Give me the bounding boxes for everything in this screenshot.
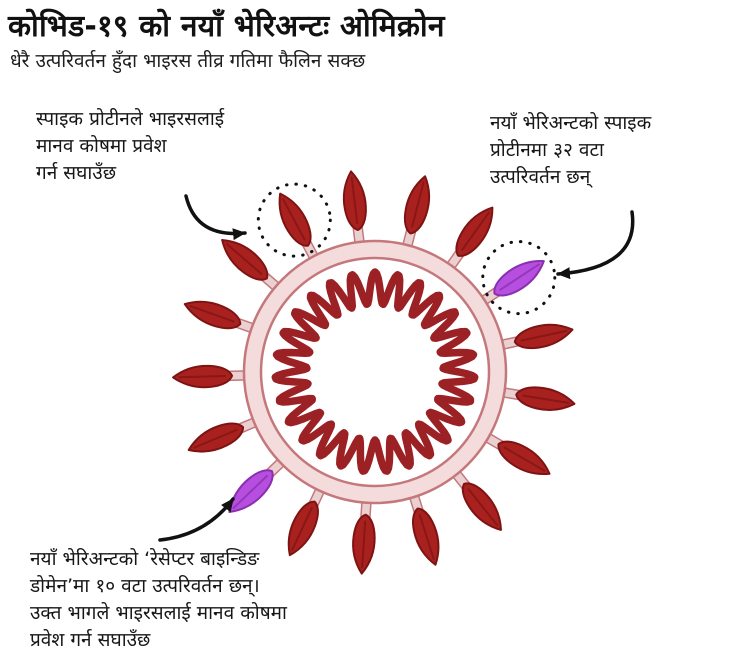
annotation-variant-mutations: नयाँ भेरिअन्टको स्पाइक प्रोटीनमा ३२ वटा … [490, 110, 651, 191]
annotation-line: उत्परिवर्तन छन् [490, 166, 591, 188]
annotation-receptor-binding: नयाँ भेरिअन्टको ‘रेसेप्टर बाइन्डिङ डोमेन… [30, 546, 287, 654]
annotation-line: नयाँ भेरिअन्टको स्पाइक [490, 112, 652, 134]
virus-rna-strand [271, 268, 479, 475]
annotation-line: प्रवेश गर्न सघाउँछ [30, 629, 151, 651]
annotation-line: स्पाइक प्रोटीनले भाइरसलाई [36, 108, 225, 130]
annotation-line: गर्न सघाउँछ [36, 162, 117, 184]
annotation-line: उक्त भागले भाइरसलाई मानव कोषमा [30, 602, 287, 624]
annotation-arrows [158, 194, 635, 542]
annotation-line: डोमेन’मा १० वटा उत्परिवर्तन छन्। [30, 575, 260, 597]
annotation-spike-protein: स्पाइक प्रोटीनले भाइरसलाई मानव कोषमा प्र… [36, 106, 224, 187]
annotation-line: मानव कोषमा प्रवेश [36, 135, 167, 157]
annotation-line: प्रोटीनमा ३२ वटा [490, 139, 604, 161]
annotation-line: नयाँ भेरिअन्टको ‘रेसेप्टर बाइन्डिङ [30, 548, 260, 570]
page-title: कोभिड-१९ को नयाँ भेरिअन्टः ओमिक्रोन [8, 9, 445, 44]
page-subtitle: धेरै उत्परिवर्तन हुँदा भाइरस तीव्र गतिमा… [10, 50, 366, 72]
highlight-dotted-circles [256, 182, 557, 316]
